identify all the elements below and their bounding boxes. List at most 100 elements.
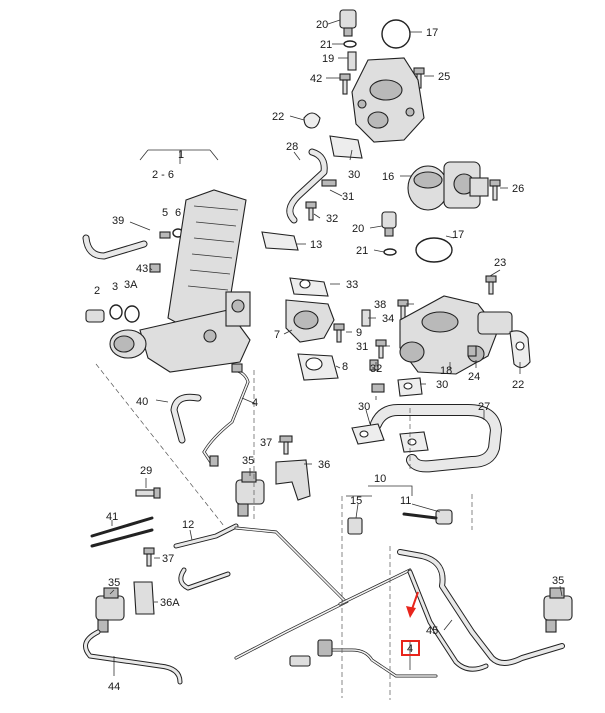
highlight-marker [401,591,420,656]
bolt-31-mid [375,339,387,359]
label-15: 15 [350,495,362,507]
bolt-19 [347,51,357,71]
bolt-43 [149,263,161,273]
nut-32 [371,383,385,393]
label-35-left: 35 [108,577,120,589]
label-43: 43 [136,263,148,275]
o-ring-21-mid [383,248,397,256]
label-22-right: 22 [512,379,524,391]
label-31-mid: 31 [356,341,368,353]
label-4-sensor: 4 [252,397,258,409]
label-45: 45 [426,625,438,637]
label-16: 16 [382,171,394,183]
label-37-bottom: 37 [162,553,174,565]
gasket-30-top [329,135,363,159]
bolt-32-mid [369,359,379,371]
label-36a: 36A [160,597,180,609]
label-27: 27 [478,401,490,413]
gasket-17-top [381,19,411,49]
label-35-right: 35 [552,575,564,587]
cooler-1 [109,189,251,373]
label-13: 13 [310,239,322,251]
label-12: 12 [182,519,194,531]
hose-39 [82,234,148,260]
label-18: 18 [440,365,452,377]
bolt-24 [467,345,477,357]
label-30-pipe: 30 [358,401,370,413]
label-25: 25 [438,71,450,83]
group-line-cooler [95,363,225,527]
label-6: 6 [175,207,181,219]
label-7: 7 [274,329,280,341]
sensor-4-lower [289,639,438,678]
sensor-4-lead [202,363,250,467]
label-29: 29 [140,465,152,477]
bolt-26 [489,179,501,201]
part-29 [135,487,161,499]
egr-housing-top [351,57,425,143]
label-2: 2 [94,285,100,297]
label-3a: 3A [124,279,138,291]
label-30-right: 30 [436,379,448,391]
bolt-23 [485,275,497,295]
label-30-top: 30 [348,169,360,181]
part-labels: 20 21 1 9 42 17 25 22 2 8 30 31 32 13 16 2… [94,19,564,693]
bolt-32-top [305,201,317,221]
label-37-top: 37 [260,437,272,449]
label-38: 38 [374,299,386,311]
label-32-top: 32 [326,213,338,225]
label-24: 24 [468,371,480,383]
label-4-highlight: 4 [407,643,413,655]
label-3: 3 [112,281,118,293]
label-40: 40 [136,396,148,408]
solenoid-35-center [235,471,265,517]
solenoid-35-right [543,587,573,633]
label-21-top: 21 [320,39,332,51]
actuator-11 [402,509,453,525]
label-33: 33 [346,279,358,291]
egr-valve-16 [407,161,489,211]
gasket-30-pipe [351,423,385,445]
flange-7 [285,299,335,343]
label-17-mid: 17 [452,229,464,241]
gasket-pipe-end [399,431,429,453]
label-5: 5 [162,207,168,219]
label-8: 8 [342,361,348,373]
label-35-center: 35 [242,455,254,467]
bolt-37-bottom [143,547,155,567]
bracket-36 [275,459,311,501]
gasket-13 [261,231,299,251]
bolt-31-top [321,179,337,187]
label-36: 36 [318,459,330,471]
gasket-22-top [303,112,321,129]
label-32-mid: 32 [370,363,382,375]
egr-housing-18 [399,295,513,375]
label-1: 1 [178,149,184,161]
egr-pipe-27 [370,404,502,473]
clips-41 [90,516,154,548]
label-42: 42 [310,73,322,85]
parts-2-3-3a [85,304,140,323]
vacuum-line-12 [173,523,239,591]
connector-15 [347,517,363,535]
label-2-6: 2 - 6 [152,169,174,181]
label-31-top: 31 [342,191,354,203]
label-9: 9 [356,327,362,339]
bracket-36a [133,581,155,615]
label-20-top: 20 [316,19,328,31]
label-20-mid: 20 [352,223,364,235]
label-44: 44 [108,681,120,693]
label-22-top: 22 [272,111,284,123]
gasket-33 [289,277,329,297]
main-vacuum-line [234,526,412,660]
label-21-mid: 21 [356,245,368,257]
label-10: 10 [374,473,386,485]
bolt-9 [333,323,345,343]
gasket-30-right [397,377,423,397]
bolt-5 [159,231,171,239]
label-11: 11 [400,495,411,507]
bolt-37-top [279,435,293,455]
sensor-20-top [339,9,357,37]
